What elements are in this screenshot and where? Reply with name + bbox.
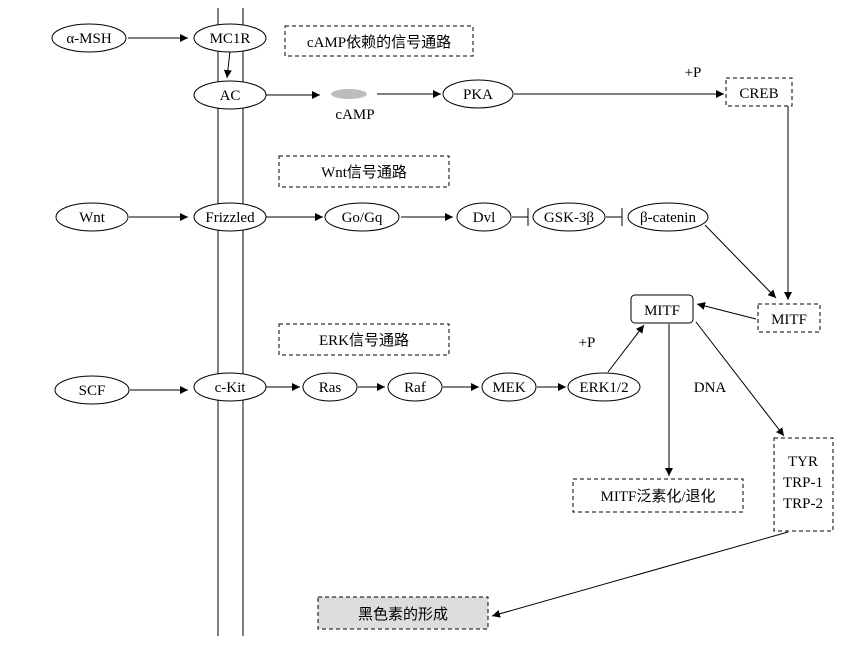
label-creb: CREB [739, 86, 778, 102]
node-wnt: Wnt [55, 202, 129, 232]
edge-mitf-right-to-mitf [696, 302, 757, 320]
edge-mitf-tyr [695, 321, 785, 437]
node-gsk3b: GSK-3β [532, 202, 606, 232]
label-dvl: Dvl [473, 210, 496, 226]
label-scf: SCF [79, 383, 106, 399]
node-ras: Ras [302, 372, 358, 402]
label-raf: Raf [404, 380, 426, 396]
label-tyr: TYR [788, 454, 818, 470]
node-scf: SCF [54, 375, 130, 405]
edge-bcatenin-mitf [704, 224, 777, 299]
label-erk: ERK1/2 [579, 380, 628, 396]
label-frizzled: Frizzled [205, 210, 255, 226]
label-mitf-target: MITF [644, 303, 680, 319]
label-mek: MEK [492, 380, 526, 396]
label-ac: AC [220, 88, 241, 104]
label-trp1: TRP-1 [783, 475, 823, 491]
label-mc1r: MC1R [210, 31, 251, 47]
label-erk-pathway: ERK信号通路 [319, 332, 409, 349]
box-wnt-pathway: Wnt信号通路 [278, 155, 450, 188]
node-dvl: Dvl [456, 202, 512, 232]
label-trp2: TRP-2 [783, 496, 823, 512]
label-mitf-ubiquitination: MITF泛素化/退化 [600, 488, 715, 505]
node-c-kit: c-Kit [193, 372, 267, 402]
node-erk: ERK1/2 [567, 372, 641, 402]
label-wnt-pathway: Wnt信号通路 [321, 164, 407, 181]
label-mitf-right: MITF [771, 312, 807, 328]
label-pka: PKA [463, 87, 493, 103]
edge-label-p-erk: +P [579, 335, 596, 351]
node-frizzled: Frizzled [193, 202, 267, 232]
node-raf: Raf [387, 372, 443, 402]
label-go-gq: Go/Gq [342, 210, 383, 226]
label-wnt: Wnt [79, 210, 106, 226]
edge-label-p-creb: +P [685, 65, 702, 81]
box-mitf-right: MITF [757, 303, 821, 333]
edge-erk-mitf [607, 324, 645, 373]
node-pka: PKA [442, 79, 514, 109]
box-melanin-formation: 黑色素的形成 [317, 596, 489, 630]
edge-tyr-melanin [491, 531, 789, 618]
label-camp-pathway: cAMP依赖的信号通路 [307, 34, 451, 51]
box-tyr-trp: TYR TRP-1 TRP-2 [773, 437, 834, 532]
box-mitf-ubiquitination: MITF泛素化/退化 [572, 478, 744, 513]
label-ras: Ras [319, 380, 342, 396]
label-camp: cAMP [335, 107, 374, 123]
label-b-catenin: β-catenin [640, 210, 696, 226]
node-camp-shape [331, 89, 367, 99]
label-gsk3b: GSK-3β [544, 210, 594, 226]
node-b-catenin: β-catenin [627, 202, 709, 232]
edge-mc1r-ac [223, 50, 232, 79]
node-mc1r: MC1R [193, 23, 267, 53]
label-alpha-msh: α-MSH [66, 31, 112, 47]
box-camp-pathway: cAMP依赖的信号通路 [284, 25, 474, 57]
box-erk-pathway: ERK信号通路 [278, 323, 450, 356]
node-mitf-target: MITF [630, 294, 694, 324]
box-creb: CREB [725, 77, 793, 107]
node-mek: MEK [481, 372, 537, 402]
node-alpha-msh: α-MSH [51, 23, 127, 53]
label-melanin-formation: 黑色素的形成 [358, 606, 448, 623]
label-c-kit: c-Kit [215, 380, 247, 396]
node-ac: AC [193, 80, 267, 110]
edge-label-dna: DNA [694, 380, 727, 396]
node-go-gq: Go/Gq [324, 202, 400, 232]
